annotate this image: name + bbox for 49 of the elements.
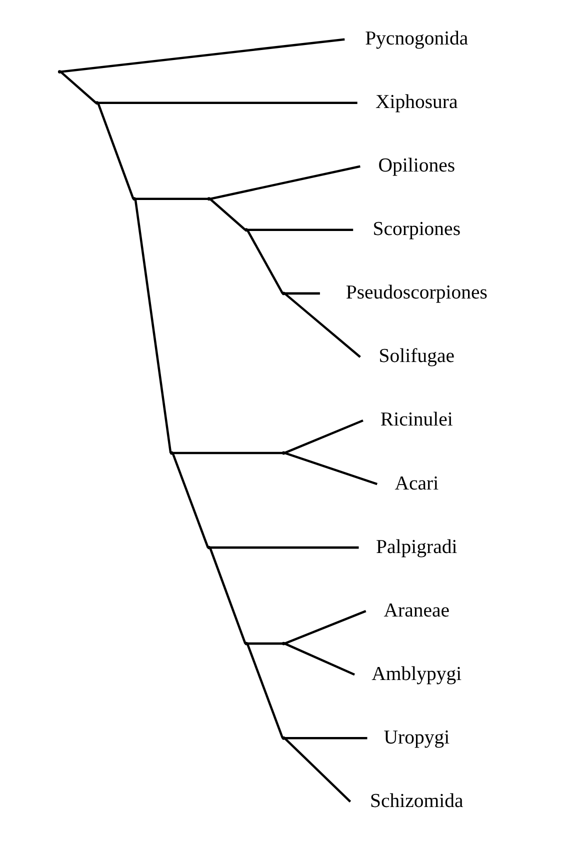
node-text: Palpigradi bbox=[376, 536, 458, 558]
connector bbox=[247, 642, 283, 645]
node-text: Amblypygi bbox=[372, 662, 462, 685]
connector bbox=[136, 198, 208, 200]
node-text: Solifugae bbox=[378, 345, 454, 368]
node-text: Uropygi bbox=[384, 726, 450, 748]
connector bbox=[173, 452, 282, 454]
node-text: Araneae bbox=[384, 599, 450, 622]
connector bbox=[284, 642, 355, 676]
node-point bbox=[95, 101, 99, 105]
node-text: Acari bbox=[394, 472, 439, 494]
node-text: Scorpiones bbox=[372, 218, 461, 240]
node-point bbox=[207, 546, 211, 550]
node-point bbox=[282, 642, 286, 646]
node-text: Opiliones bbox=[378, 154, 456, 177]
node-point bbox=[58, 70, 62, 74]
node-point bbox=[282, 292, 286, 296]
node-point bbox=[244, 228, 248, 232]
connector bbox=[60, 38, 345, 73]
node-point bbox=[170, 451, 174, 455]
node-point bbox=[282, 451, 286, 455]
connector bbox=[284, 737, 368, 740]
node-text: Pycnogonida bbox=[365, 28, 468, 50]
connector bbox=[246, 229, 284, 294]
node-text: Xiphosura bbox=[376, 91, 458, 114]
connector bbox=[210, 165, 360, 200]
connector bbox=[208, 547, 246, 644]
node-point bbox=[244, 642, 248, 646]
node-point bbox=[282, 736, 286, 740]
connector bbox=[210, 546, 359, 549]
connector bbox=[98, 102, 358, 104]
connector bbox=[284, 292, 361, 358]
connector bbox=[60, 70, 97, 104]
node-text: Schizomida bbox=[370, 790, 464, 812]
node-text: Ricinulei bbox=[380, 408, 453, 431]
connector bbox=[134, 198, 172, 454]
connector bbox=[284, 452, 378, 486]
connector bbox=[284, 610, 366, 645]
node-point bbox=[207, 197, 211, 201]
connector bbox=[248, 228, 354, 232]
connector bbox=[96, 102, 134, 200]
connector bbox=[284, 419, 364, 454]
connector bbox=[172, 452, 210, 548]
node-text: Pseudoscorpiones bbox=[346, 282, 488, 304]
connector bbox=[284, 292, 320, 295]
node-point bbox=[132, 197, 136, 201]
connector bbox=[209, 198, 246, 231]
connector bbox=[284, 737, 352, 802]
connector bbox=[246, 643, 284, 739]
